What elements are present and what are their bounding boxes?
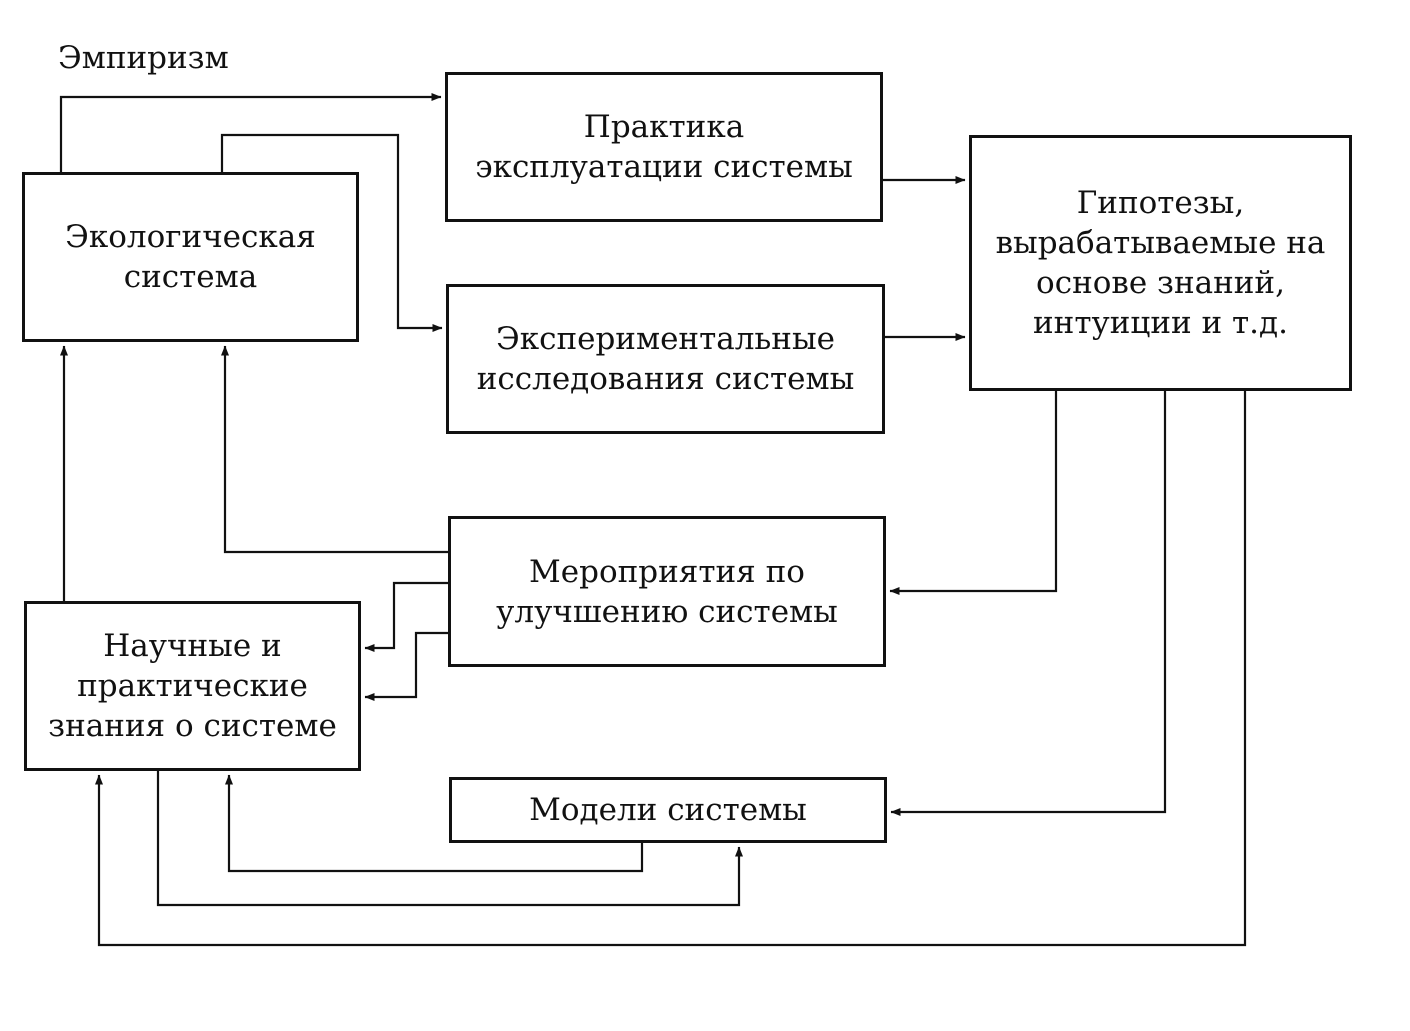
node-knowledge-label: Научные и практические знания о системе: [48, 628, 337, 744]
arrow-measures-to-eco: [221, 345, 448, 554]
node-operation-practice: Практика эксплуатации системы: [445, 72, 883, 222]
node-hypotheses-label: Гипотезы, вырабатываемые на основе знани…: [995, 185, 1326, 341]
node-ecological-system-label: Экологическая система: [65, 219, 316, 295]
arrow-measures-to-knowledge-upper: [364, 581, 448, 652]
node-knowledge: Научные и практические знания о системе: [24, 601, 361, 771]
node-experimental-research: Экспериментальные исследования системы: [446, 284, 885, 434]
node-system-models: Модели системы: [449, 777, 887, 843]
node-improvement-measures-label: Мероприятия по улучшению системы: [496, 553, 838, 630]
node-system-models-label: Модели системы: [529, 792, 807, 828]
arrow-hypotheses-to-models: [890, 391, 1167, 816]
node-improvement-measures: Мероприятия по улучшению системы: [448, 516, 886, 667]
node-hypotheses: Гипотезы, вырабатываемые на основе знани…: [969, 135, 1352, 391]
arrow-models-to-knowledge: [225, 774, 644, 873]
arrow-hypotheses-to-measures: [889, 391, 1058, 595]
node-ecological-system: Экологическая система: [22, 172, 359, 342]
arrow-eco-to-experiments: [220, 133, 443, 332]
arrow-eco-to-practice: [59, 93, 442, 172]
arrow-knowledge-to-models: [156, 771, 743, 907]
arrow-measures-to-knowledge-lower: [364, 631, 448, 701]
node-operation-practice-label: Практика эксплуатации системы: [475, 109, 853, 185]
arrow-hypotheses-to-knowledge: [95, 391, 1247, 947]
node-experimental-research-label: Экспериментальные исследования системы: [476, 321, 855, 397]
empiricism-label: Эмпиризм: [58, 40, 229, 76]
